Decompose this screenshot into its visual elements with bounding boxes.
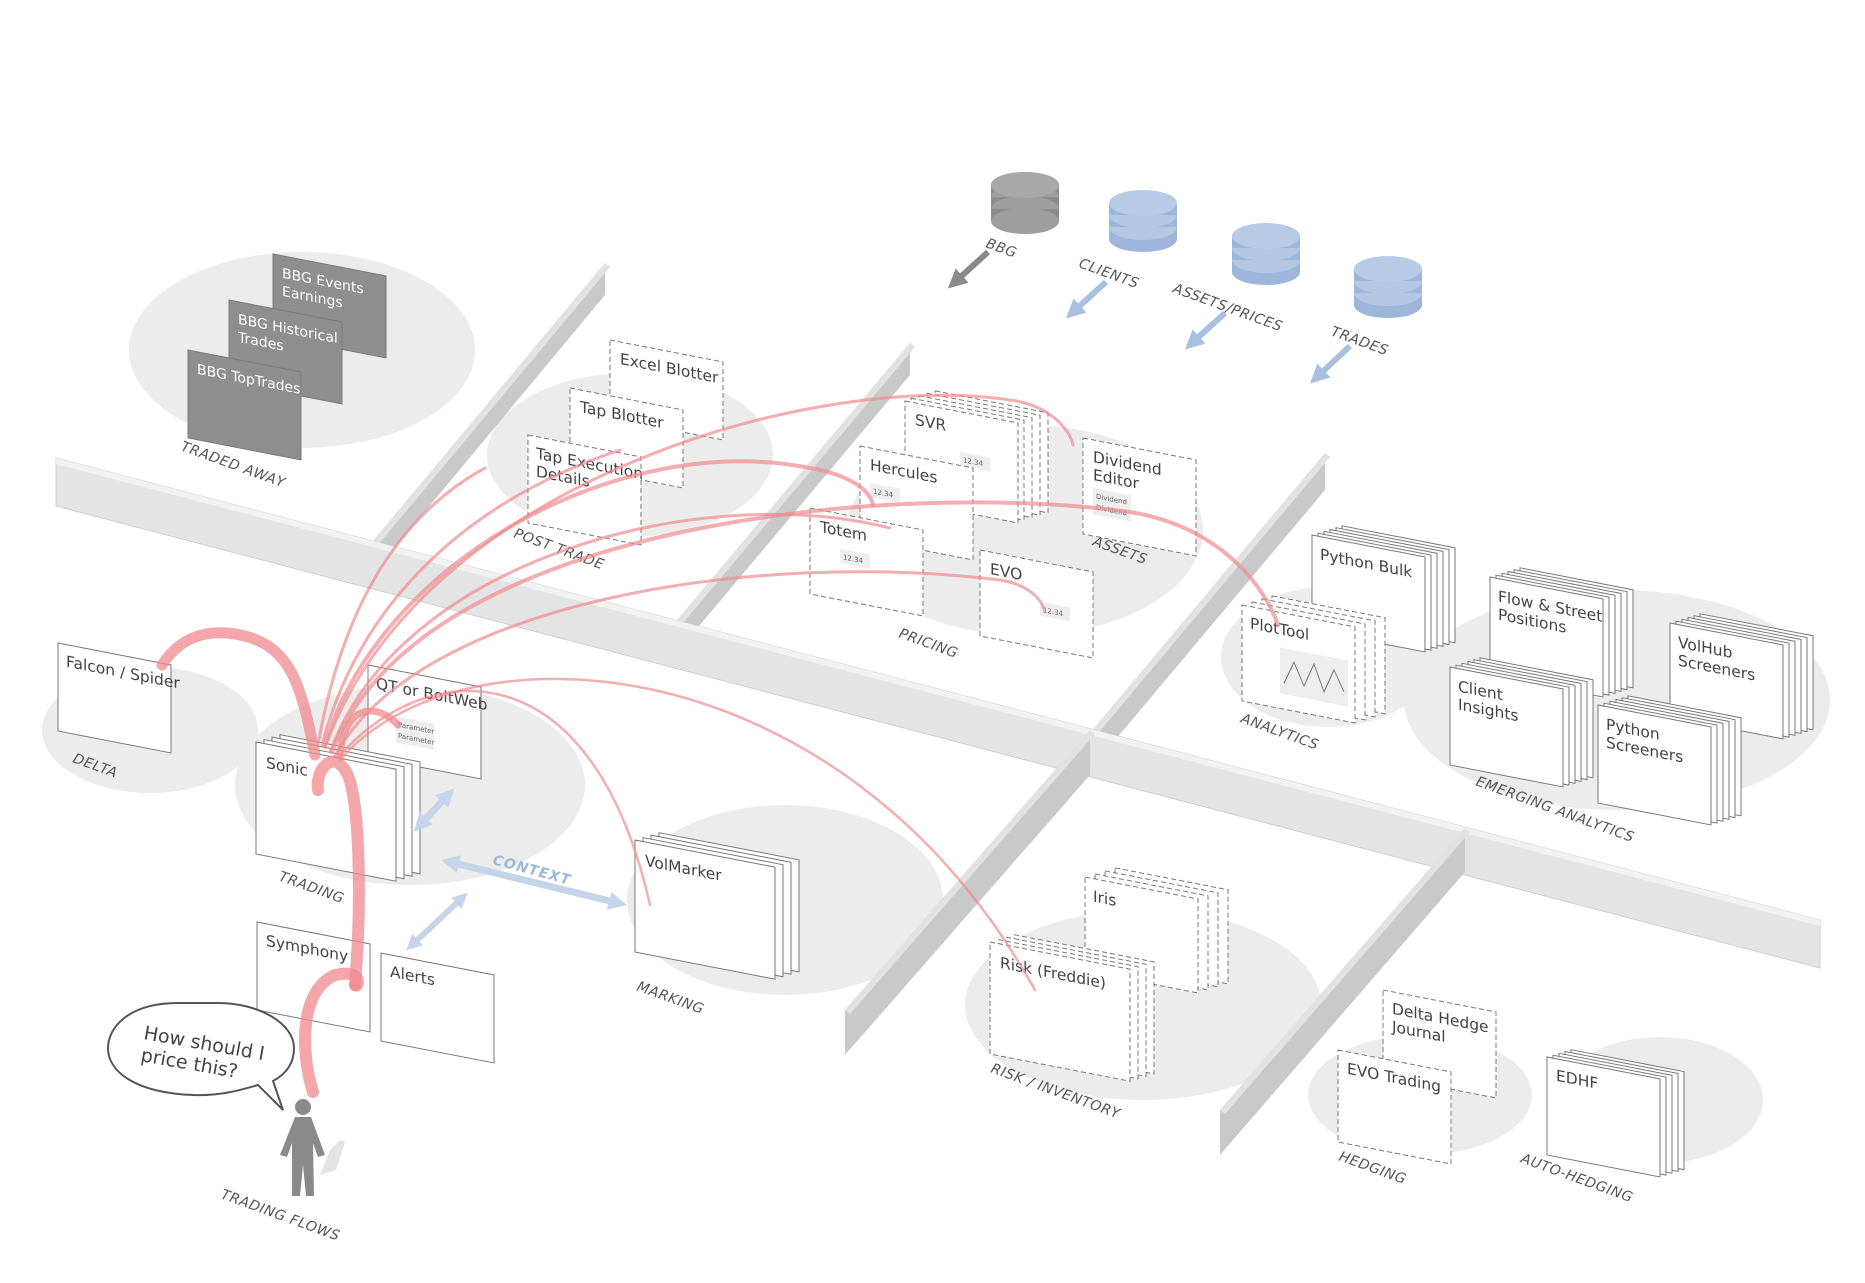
window-alerts: Alerts bbox=[380, 952, 495, 1064]
flow-sonic-to-evo bbox=[333, 570, 1047, 758]
flow-sonic-to-totem bbox=[328, 512, 892, 754]
wall-hedging-left bbox=[1220, 828, 1470, 1155]
emerging-analytics-group: Flow & Street Positions Client Insights … bbox=[1449, 567, 1814, 846]
arrow-assets bbox=[1184, 310, 1228, 350]
window-flow-street: Flow & Street Positions bbox=[1489, 567, 1634, 698]
flow-sonic-to-plottool bbox=[330, 500, 1280, 754]
pricing-group: SVR 12.34 Hercules 12.34 Totem 12.34 EVO… bbox=[809, 390, 1094, 662]
window-python-bulk: Python Bulk bbox=[1311, 525, 1456, 653]
label-bbg: BBG bbox=[984, 236, 1019, 262]
wall-pricing-right bbox=[1090, 453, 1330, 770]
window-python-screeners: Python Screeners bbox=[1597, 695, 1742, 826]
svg-text:Iris: Iris bbox=[1093, 887, 1116, 910]
label-marking: MARKING bbox=[635, 979, 706, 1018]
window-risk-freddie: Risk (Freddie) bbox=[989, 934, 1155, 1082]
svg-text:12.34: 12.34 bbox=[843, 552, 863, 565]
assets-group: Dividend Editor Dividend Dividend ASSETS bbox=[1082, 437, 1197, 568]
plottool-sparkline-icon bbox=[1283, 660, 1345, 694]
walls bbox=[55, 263, 1821, 1155]
flow-sonic-to-tap-exec bbox=[316, 466, 487, 747]
context-arrow-main bbox=[441, 855, 627, 910]
hedging-group: Delta Hedge Journal EVO Trading HEDGING bbox=[1337, 989, 1497, 1188]
label-hedging: HEDGING bbox=[1337, 1149, 1409, 1188]
datasources: BBG CLIENTS ASSETS/PRICES TRADES bbox=[947, 172, 1422, 384]
context-arrow-sonic bbox=[413, 788, 455, 832]
label-pricing: PRICING bbox=[897, 626, 960, 662]
auto-hedging-group: EDHF AUTO-HEDGING bbox=[1518, 1049, 1685, 1206]
arrow-bbg bbox=[947, 249, 991, 289]
window-dividend-editor: Dividend Editor Dividend Dividend bbox=[1082, 437, 1197, 557]
flow-sonic-to-svr bbox=[323, 393, 1075, 750]
window-edhf: EDHF bbox=[1546, 1049, 1685, 1178]
wall-main bbox=[55, 457, 1821, 969]
svg-text:12.34: 12.34 bbox=[1043, 605, 1063, 618]
wall-risk-left bbox=[845, 730, 1095, 1055]
window-volmarker: VolMarker bbox=[634, 832, 800, 980]
db-clients-icon bbox=[1109, 190, 1177, 252]
arrow-clients bbox=[1065, 279, 1109, 319]
window-volhub: VolHub Screeners bbox=[1669, 613, 1814, 740]
flow-lines bbox=[156, 393, 1280, 1098]
svg-text:12.34: 12.34 bbox=[963, 455, 983, 468]
window-plottool: PlotTool bbox=[1241, 595, 1386, 724]
label-clients: CLIENTS bbox=[1077, 256, 1141, 292]
flow-symphony-to-sonic bbox=[311, 755, 365, 991]
arrow-trades bbox=[1310, 343, 1353, 384]
wall-post-trade-left bbox=[368, 263, 610, 580]
context-arrow-alerts bbox=[406, 892, 468, 951]
marking-group: VolMarker MARKING bbox=[634, 832, 800, 1018]
db-assets-prices-icon bbox=[1232, 223, 1300, 285]
analytics-group: Python Bulk PlotTool ANALYTICS bbox=[1238, 525, 1456, 754]
flow-sonic-to-hercules bbox=[323, 459, 875, 747]
window-falcon-spider: Falcon / Spider bbox=[57, 642, 180, 754]
window-client-insights: Client Insights bbox=[1449, 657, 1594, 788]
flow-sonic-to-falcon bbox=[156, 627, 321, 761]
flow-sonic-to-tap-blotter bbox=[320, 448, 622, 747]
flow-sonic-to-risk bbox=[338, 677, 1037, 992]
db-bbg-icon bbox=[991, 172, 1059, 234]
label-trading-flows: TRADING FLOWS bbox=[219, 1187, 342, 1245]
svg-text:12.34: 12.34 bbox=[873, 487, 893, 500]
label-assets-prices: ASSETS/PRICES bbox=[1170, 280, 1285, 335]
db-trades-icon bbox=[1354, 256, 1422, 318]
person-icon bbox=[280, 1099, 345, 1196]
speech-bubble: How should I price this? bbox=[106, 1002, 296, 1111]
window-symphony: Symphony bbox=[256, 921, 371, 1033]
risk-group: Iris Risk (Freddie) RISK / INVENTORY bbox=[989, 867, 1229, 1123]
window-evo-trading: EVO Trading bbox=[1337, 1049, 1452, 1165]
flow-sonic-to-volmarker bbox=[336, 689, 652, 907]
